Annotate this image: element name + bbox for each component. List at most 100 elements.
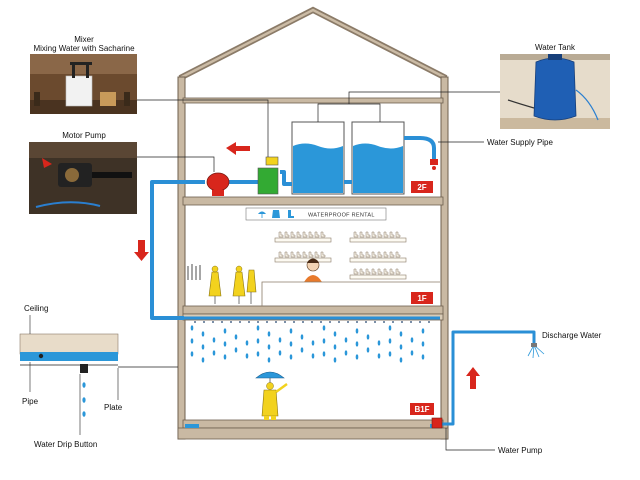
drip-nozzle [329,321,331,323]
drip-nozzle [275,321,277,323]
floor-tag-1f: 1F [417,294,426,303]
motor-pump-photo [29,142,137,214]
floor-tags: 2F 1F B1F [410,181,434,415]
water-drip-button-label: Water Drip Button [34,440,97,449]
floor-2f-slab [182,196,444,206]
rain-drop [190,351,194,357]
mixer-unit [257,156,279,195]
raincoat-display [208,265,257,304]
drip-nozzle [203,321,205,323]
rain-drop [201,344,205,350]
person-with-umbrella [255,371,288,420]
water-tanks [291,121,405,195]
rain-drop [256,325,260,331]
rain-drop [322,338,326,344]
water-pump-label: Water Pump [498,446,543,455]
rain-drop [399,331,403,337]
drip-nozzle [356,321,358,323]
rain-drop [212,337,216,343]
drip-nozzle [293,321,295,323]
discharge-water-label: Discharge Water [542,331,602,340]
right-wall [440,76,449,440]
drip-nozzle [365,321,367,323]
rain-drop [355,354,359,360]
rain-drop [366,347,370,353]
shop-sign-text: WATERPROOF RENTAL [308,213,375,219]
motor-pump-label: Motor Pump [62,131,106,140]
rain-drop [300,347,304,353]
rain-drop [256,338,260,344]
rain-drop [223,341,227,347]
umbrella-rack [187,264,201,280]
rain-drop [410,337,414,343]
floor-b1f-slab [182,419,444,429]
plate-label: Plate [104,403,123,412]
umbrella-icon [258,211,266,218]
rain-drop [311,340,315,346]
rain-drop [245,340,249,346]
rain-drop [267,331,271,337]
water-tank-label: Water Tank [535,43,576,52]
rain-drop [322,351,326,357]
rain-drop [289,354,293,360]
shop-counter [261,281,440,306]
rain-drop [322,325,326,331]
foundation [177,427,449,440]
rain-drop [190,338,194,344]
rain-drop [333,344,337,350]
water-supply-pipe-label: Water Supply Pipe [487,138,554,147]
rain-drop [289,341,293,347]
mixer-title: Mixer [74,35,94,44]
flow-arrow-up [466,367,480,389]
ceiling-detail-inset [19,315,119,435]
rain-drop [201,331,205,337]
drip-nozzle [194,321,196,323]
shop-1f: WATERPROOF RENTAL [187,207,440,306]
mixer-photo [30,54,137,114]
pipes [150,136,536,426]
rain-drop [278,337,282,343]
shop-sign-board [245,207,387,221]
drip-nozzle [212,321,214,323]
rain-drop [223,354,227,360]
rain-drop [366,334,370,340]
boots [278,231,401,275]
rain-drop [267,357,271,363]
drip-nozzle [248,321,250,323]
discharge-pipe [441,330,536,426]
supply-valve [430,159,438,165]
flow-arrows [134,142,480,389]
rain-drop [256,351,260,357]
rain-drop [344,350,348,356]
water-pump-unit [431,417,443,429]
drip-nozzle [374,321,376,323]
attic-floor [182,97,444,104]
rain-drop [234,334,238,340]
raincoat-icon [272,210,280,218]
rain-drop [355,341,359,347]
drip-nozzle [239,321,241,323]
rain-drop [388,338,392,344]
drip-nozzle [419,321,421,323]
shopkeeper [304,258,322,282]
mixer-subtitle: Mixing Water with Sacharine [33,44,135,53]
roof [178,6,448,81]
drip-nozzle [221,321,223,323]
rain-drop [234,347,238,353]
drip-nozzle [338,321,340,323]
flow-arrow-left [226,142,250,155]
drip-nozzle [302,321,304,323]
boots-icon [288,210,294,218]
rain-drop [245,353,249,359]
rain-drop [388,351,392,357]
rain-drops [190,321,430,363]
water-tank-photo [500,54,610,129]
motor-pump [206,172,230,196]
drip-nozzle [401,321,403,323]
rain-drop [421,328,425,334]
water-supply-pipe-line [404,136,436,160]
drip-nozzle [266,321,268,323]
rain-drop [267,344,271,350]
left-wall [177,76,186,440]
drip-nozzle [347,321,349,323]
